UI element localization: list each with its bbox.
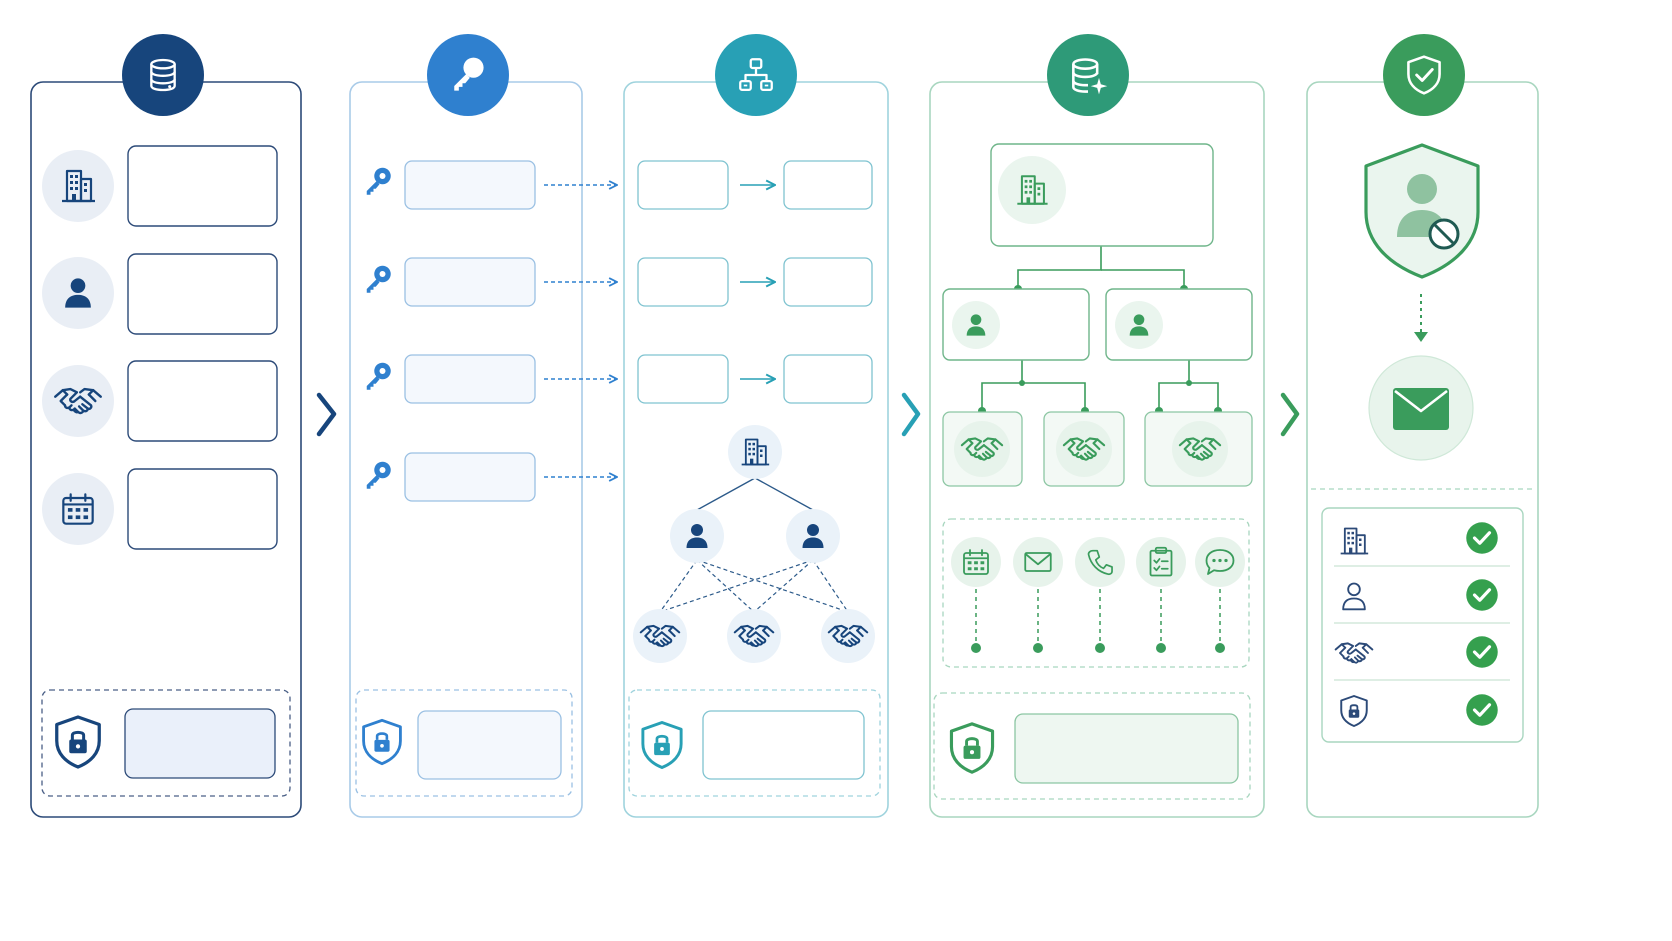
chevron-right-icon — [901, 392, 921, 437]
record-field — [127, 360, 278, 442]
enriched-deal-card — [942, 411, 1023, 487]
shield-user-blocked-icon — [1364, 143, 1480, 279]
source-row-company — [42, 145, 278, 227]
source-row-contact — [42, 253, 278, 335]
panel-keys-footer — [355, 689, 573, 797]
panel-enriched-footer — [933, 692, 1251, 800]
activity-timeline — [942, 518, 1250, 668]
panel-mapping-header — [715, 34, 797, 116]
mapping-row — [637, 160, 873, 210]
source-row-activity — [42, 468, 278, 550]
key-row — [366, 257, 616, 307]
panel-verified — [1306, 34, 1539, 818]
enriched-contact-card — [1105, 288, 1253, 361]
enriched-contact-card — [942, 288, 1090, 361]
record-field — [127, 253, 278, 335]
enriched-company-card — [990, 143, 1214, 247]
source-row-deal — [42, 360, 278, 442]
secure-field — [124, 708, 276, 779]
notification-mail — [1368, 355, 1474, 461]
record-field — [127, 468, 278, 550]
chevron-right-icon — [1280, 392, 1300, 437]
key-row — [366, 354, 616, 404]
verification-checklist — [1321, 507, 1524, 743]
key-row — [366, 160, 616, 210]
enriched-deal-card — [1144, 411, 1253, 487]
secure-field — [1014, 713, 1239, 784]
relationship-tree — [633, 425, 875, 663]
secure-field — [417, 710, 562, 780]
check-circle-icon — [1464, 577, 1500, 613]
chevron-right-icon — [316, 392, 337, 437]
check-circle-icon — [1464, 520, 1500, 556]
key-field — [404, 160, 536, 210]
mapping-row — [637, 354, 873, 404]
mapping-row — [637, 257, 873, 307]
panel-verified-header — [1383, 34, 1465, 116]
panel-mapping-footer — [628, 689, 881, 797]
key-field — [404, 452, 536, 502]
enriched-deal-card — [1043, 411, 1125, 487]
check-circle-icon — [1464, 634, 1500, 670]
panel-source — [30, 34, 302, 818]
panel-enriched-header — [1047, 34, 1129, 116]
panel-keys-header — [427, 34, 509, 116]
secure-field — [702, 710, 865, 780]
check-circle-icon — [1464, 692, 1500, 728]
panel-keys — [349, 34, 616, 818]
key-field — [404, 354, 536, 404]
panel-mapping — [623, 34, 889, 818]
panel-enriched — [929, 34, 1265, 818]
key-row — [366, 452, 616, 502]
panel-source-footer — [41, 689, 291, 797]
panel-source-header — [122, 34, 204, 116]
key-field — [404, 257, 536, 307]
record-field — [127, 145, 278, 227]
